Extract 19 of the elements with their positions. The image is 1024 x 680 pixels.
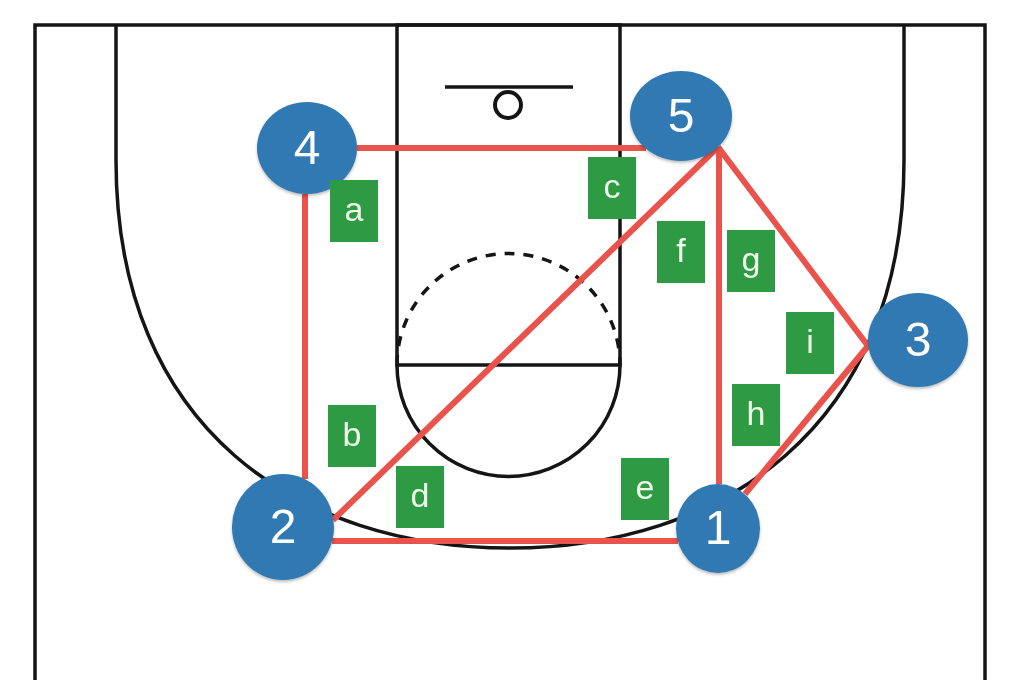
connector-line — [716, 147, 722, 484]
letter-tag: f — [657, 221, 705, 283]
letter-tag: g — [727, 230, 775, 292]
connector-line — [302, 194, 308, 479]
player-circle: 4 — [257, 102, 357, 194]
connector-line — [742, 344, 871, 496]
letter-tag: e — [621, 458, 669, 520]
letter-tag: b — [328, 405, 376, 467]
player-circle: 5 — [630, 71, 732, 161]
connector-line — [357, 145, 646, 151]
letter-tag: d — [396, 466, 444, 528]
letter-tag: i — [786, 312, 834, 374]
player-circle: 3 — [868, 293, 968, 387]
connector-line — [332, 538, 678, 544]
player-circle: 1 — [676, 483, 760, 573]
letter-tag: a — [330, 180, 378, 242]
player-circle: 2 — [232, 474, 334, 580]
letter-tag: h — [732, 384, 780, 446]
letter-tag: c — [588, 157, 636, 219]
